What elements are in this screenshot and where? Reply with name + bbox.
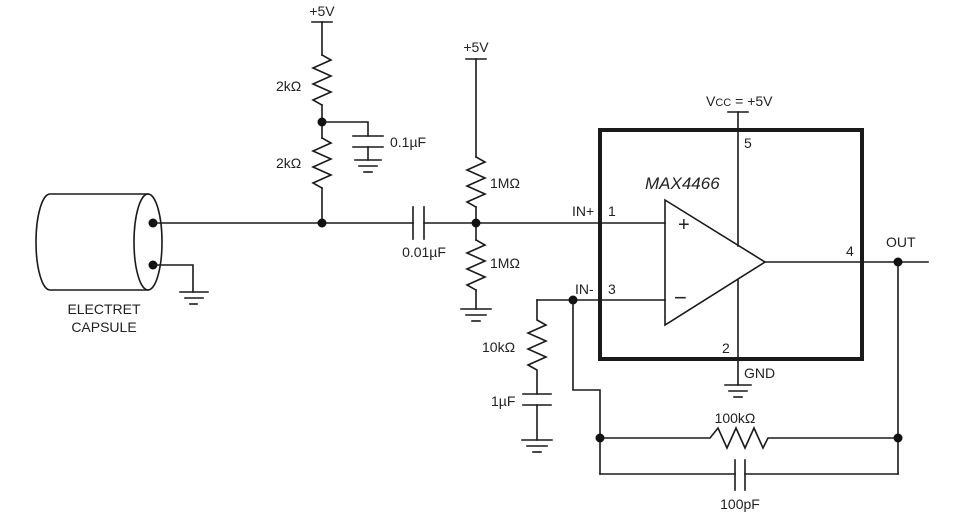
minus-sign: − [674, 285, 687, 310]
resistor-divider-bottom: 1MΩ [465, 238, 520, 292]
resistor-bias-top-label: 2kΩ [276, 78, 301, 94]
pin-5-label: 5 [744, 135, 752, 151]
resistor-bias-bottom-label: 2kΩ [276, 155, 301, 171]
capacitor-feedback-label: 100pF [720, 496, 760, 512]
resistor-bias-bottom: 2kΩ [276, 136, 333, 190]
resistor-feedback: 100kΩ [599, 410, 899, 450]
junction-mic-bias [317, 218, 327, 228]
pin-1-label: 1 [608, 203, 616, 219]
capsule-body [35, 193, 149, 291]
resistor-gain-label: 10kΩ [482, 339, 515, 355]
pin-4-label: 4 [846, 243, 854, 259]
capacitor-decouple: 0.1µF [321, 121, 426, 161]
bias-supply-label: +5V [309, 3, 335, 19]
plus-sign: + [678, 214, 690, 236]
pin-3-label: 3 [608, 281, 616, 297]
ground-icon [152, 264, 209, 305]
capsule-face [133, 193, 163, 291]
resistor-bias-top: 2kΩ [276, 53, 333, 107]
ic-package [598, 128, 864, 361]
vcc-label: VCC = +5V [706, 93, 773, 109]
capsule-label-line1: ELECTRET [67, 301, 141, 317]
capacitor-feedback: 100pF [599, 459, 899, 512]
in-minus-label: IN- [575, 281, 594, 297]
in-plus-label: IN+ [572, 203, 594, 219]
opamp-ic: MAX4466 VCC = +5V 5 2 GND + − IN+ 1 IN- … [572, 93, 929, 398]
output-label: OUT [886, 234, 916, 250]
electret-capsule: ELECTRET CAPSULE [35, 193, 163, 335]
ground-icon [354, 159, 382, 173]
divider-supply: +5V [463, 39, 489, 158]
wire-in-minus-feedback [572, 299, 601, 475]
resistor-divider-bottom-label: 1MΩ [490, 255, 520, 271]
capacitor-gain: 1µF [491, 393, 552, 441]
capsule-label-line2: CAPSULE [71, 319, 136, 335]
pin-2-label: 2 [722, 340, 730, 356]
capacitor-coupling: 0.01µF [402, 206, 446, 260]
bias-supply: +5V [309, 3, 335, 56]
ground-icon [724, 384, 752, 398]
capacitor-gain-label: 1µF [491, 393, 515, 409]
resistor-feedback-label: 100kΩ [715, 410, 756, 426]
junction-in-plus [471, 218, 481, 228]
ground-icon [521, 439, 553, 453]
ground-icon [460, 308, 492, 322]
capacitor-coupling-label: 0.01µF [402, 244, 446, 260]
resistor-gain: 10kΩ [482, 299, 548, 395]
gnd-label: GND [744, 365, 775, 381]
opamp-triangle [664, 198, 767, 327]
divider-supply-label: +5V [463, 39, 489, 55]
capacitor-decouple-label: 0.1µF [390, 134, 426, 150]
resistor-divider-top: 1MΩ [465, 155, 520, 209]
ic-part-number: MAX4466 [645, 174, 720, 193]
resistor-divider-top-label: 1MΩ [490, 175, 520, 191]
